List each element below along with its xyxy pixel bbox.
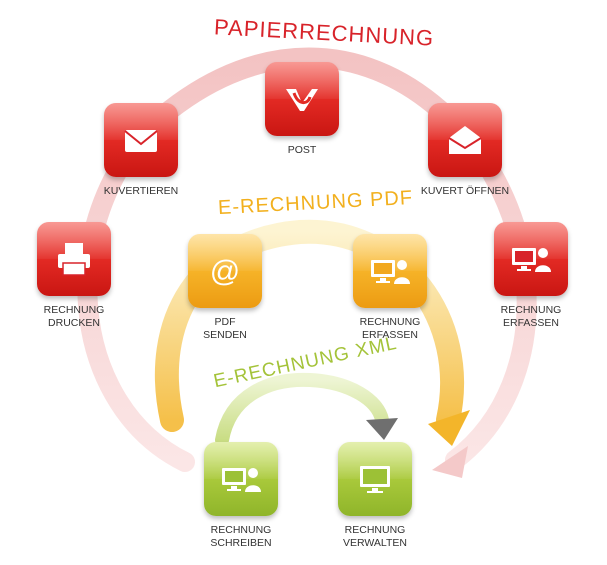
- envelope-icon: [124, 130, 158, 152]
- paper-arrow-head: [432, 446, 468, 478]
- paper-arc: [77, 47, 537, 472]
- kuvertieren-tile: [104, 103, 178, 177]
- label-rechnung-erfassen-pdf: RECHNUNG ERFASSEN: [359, 316, 421, 341]
- xml-arrow-head: [366, 418, 398, 440]
- monitor-icon: [360, 466, 390, 493]
- label-pdf-senden: PDF SENDEN: [203, 316, 247, 341]
- post-tile: [265, 62, 339, 136]
- rechnung-drucken-tile: [37, 222, 111, 296]
- xml-arc: [215, 372, 389, 447]
- kuvert-oeffnen-tile: [428, 103, 502, 177]
- printer-icon: [58, 243, 90, 276]
- at-sign-icon: @: [210, 255, 240, 288]
- computer-user-icon: [222, 468, 261, 492]
- label-rechnung-drucken: RECHNUNG DRUCKEN: [43, 304, 105, 329]
- pdf-senden-tile: @: [188, 234, 262, 308]
- computer-user-icon: [512, 248, 551, 272]
- label-kuvertieren: KUVERTIEREN: [103, 185, 179, 197]
- pdf-arrow-head: [428, 410, 470, 446]
- label-rechnung-erfassen-paper: RECHNUNG ERFASSEN: [500, 304, 562, 329]
- open-envelope-icon: [448, 126, 482, 154]
- svg-text:@: @: [210, 255, 240, 288]
- rechnung-erfassen-paper-tile: [494, 222, 568, 296]
- label-kuvert-oeffnen: KUVERT ÖFFNEN: [420, 185, 510, 197]
- rechnung-erfassen-pdf-tile: [353, 234, 427, 308]
- pdf-arc: [154, 219, 465, 432]
- computer-user-icon: [371, 260, 410, 284]
- rechnung-schreiben-tile: [204, 442, 278, 516]
- label-post: POST: [287, 144, 317, 156]
- label-rechnung-schreiben: RECHNUNG SCHREIBEN: [210, 524, 272, 549]
- rechnung-verwalten-tile: [338, 442, 412, 516]
- post-logo-icon: [286, 89, 318, 111]
- label-rechnung-verwalten: RECHNUNG VERWALTEN: [343, 524, 407, 549]
